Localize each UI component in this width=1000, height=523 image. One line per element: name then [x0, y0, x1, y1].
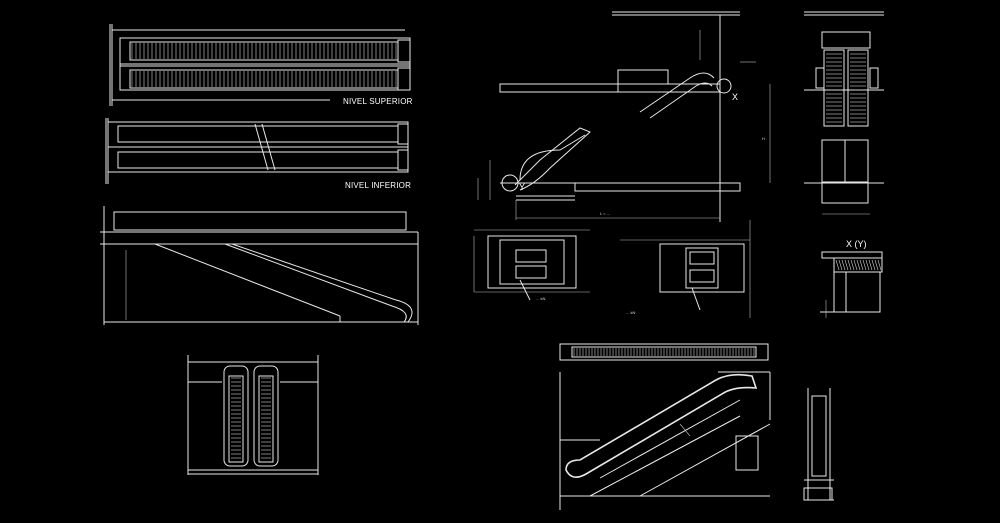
main-section: X Y L = ... H	[477, 11, 771, 222]
cross-section-top	[804, 11, 884, 215]
detail-xy: X (Y)	[820, 239, 883, 318]
detail-xy-title: X (Y)	[846, 239, 867, 249]
plan-lower-level: NIVEL INFERIOR	[105, 118, 411, 190]
front-elevation	[187, 355, 319, 475]
height-note: H	[762, 136, 765, 141]
side-section-escalator	[100, 206, 419, 325]
plan-upper-level: NIVEL SUPERIOR	[109, 24, 413, 106]
label-nivel-superior: NIVEL SUPERIOR	[343, 97, 413, 106]
length-note: L = ...	[600, 211, 610, 216]
load-note-1: ... kN	[536, 296, 545, 301]
load-note-2: ... kN	[626, 310, 635, 315]
bottom-escalator-elevation	[559, 371, 771, 510]
marker-x: X	[732, 92, 738, 102]
marker-y: Y	[519, 182, 525, 192]
bottom-plan-strip	[559, 343, 769, 361]
label-nivel-inferior: NIVEL INFERIOR	[345, 181, 411, 190]
pit-plan-b: ... kN	[620, 220, 751, 318]
pit-plan-a: ... kN	[473, 229, 590, 301]
bottom-right-side-view	[803, 388, 834, 501]
